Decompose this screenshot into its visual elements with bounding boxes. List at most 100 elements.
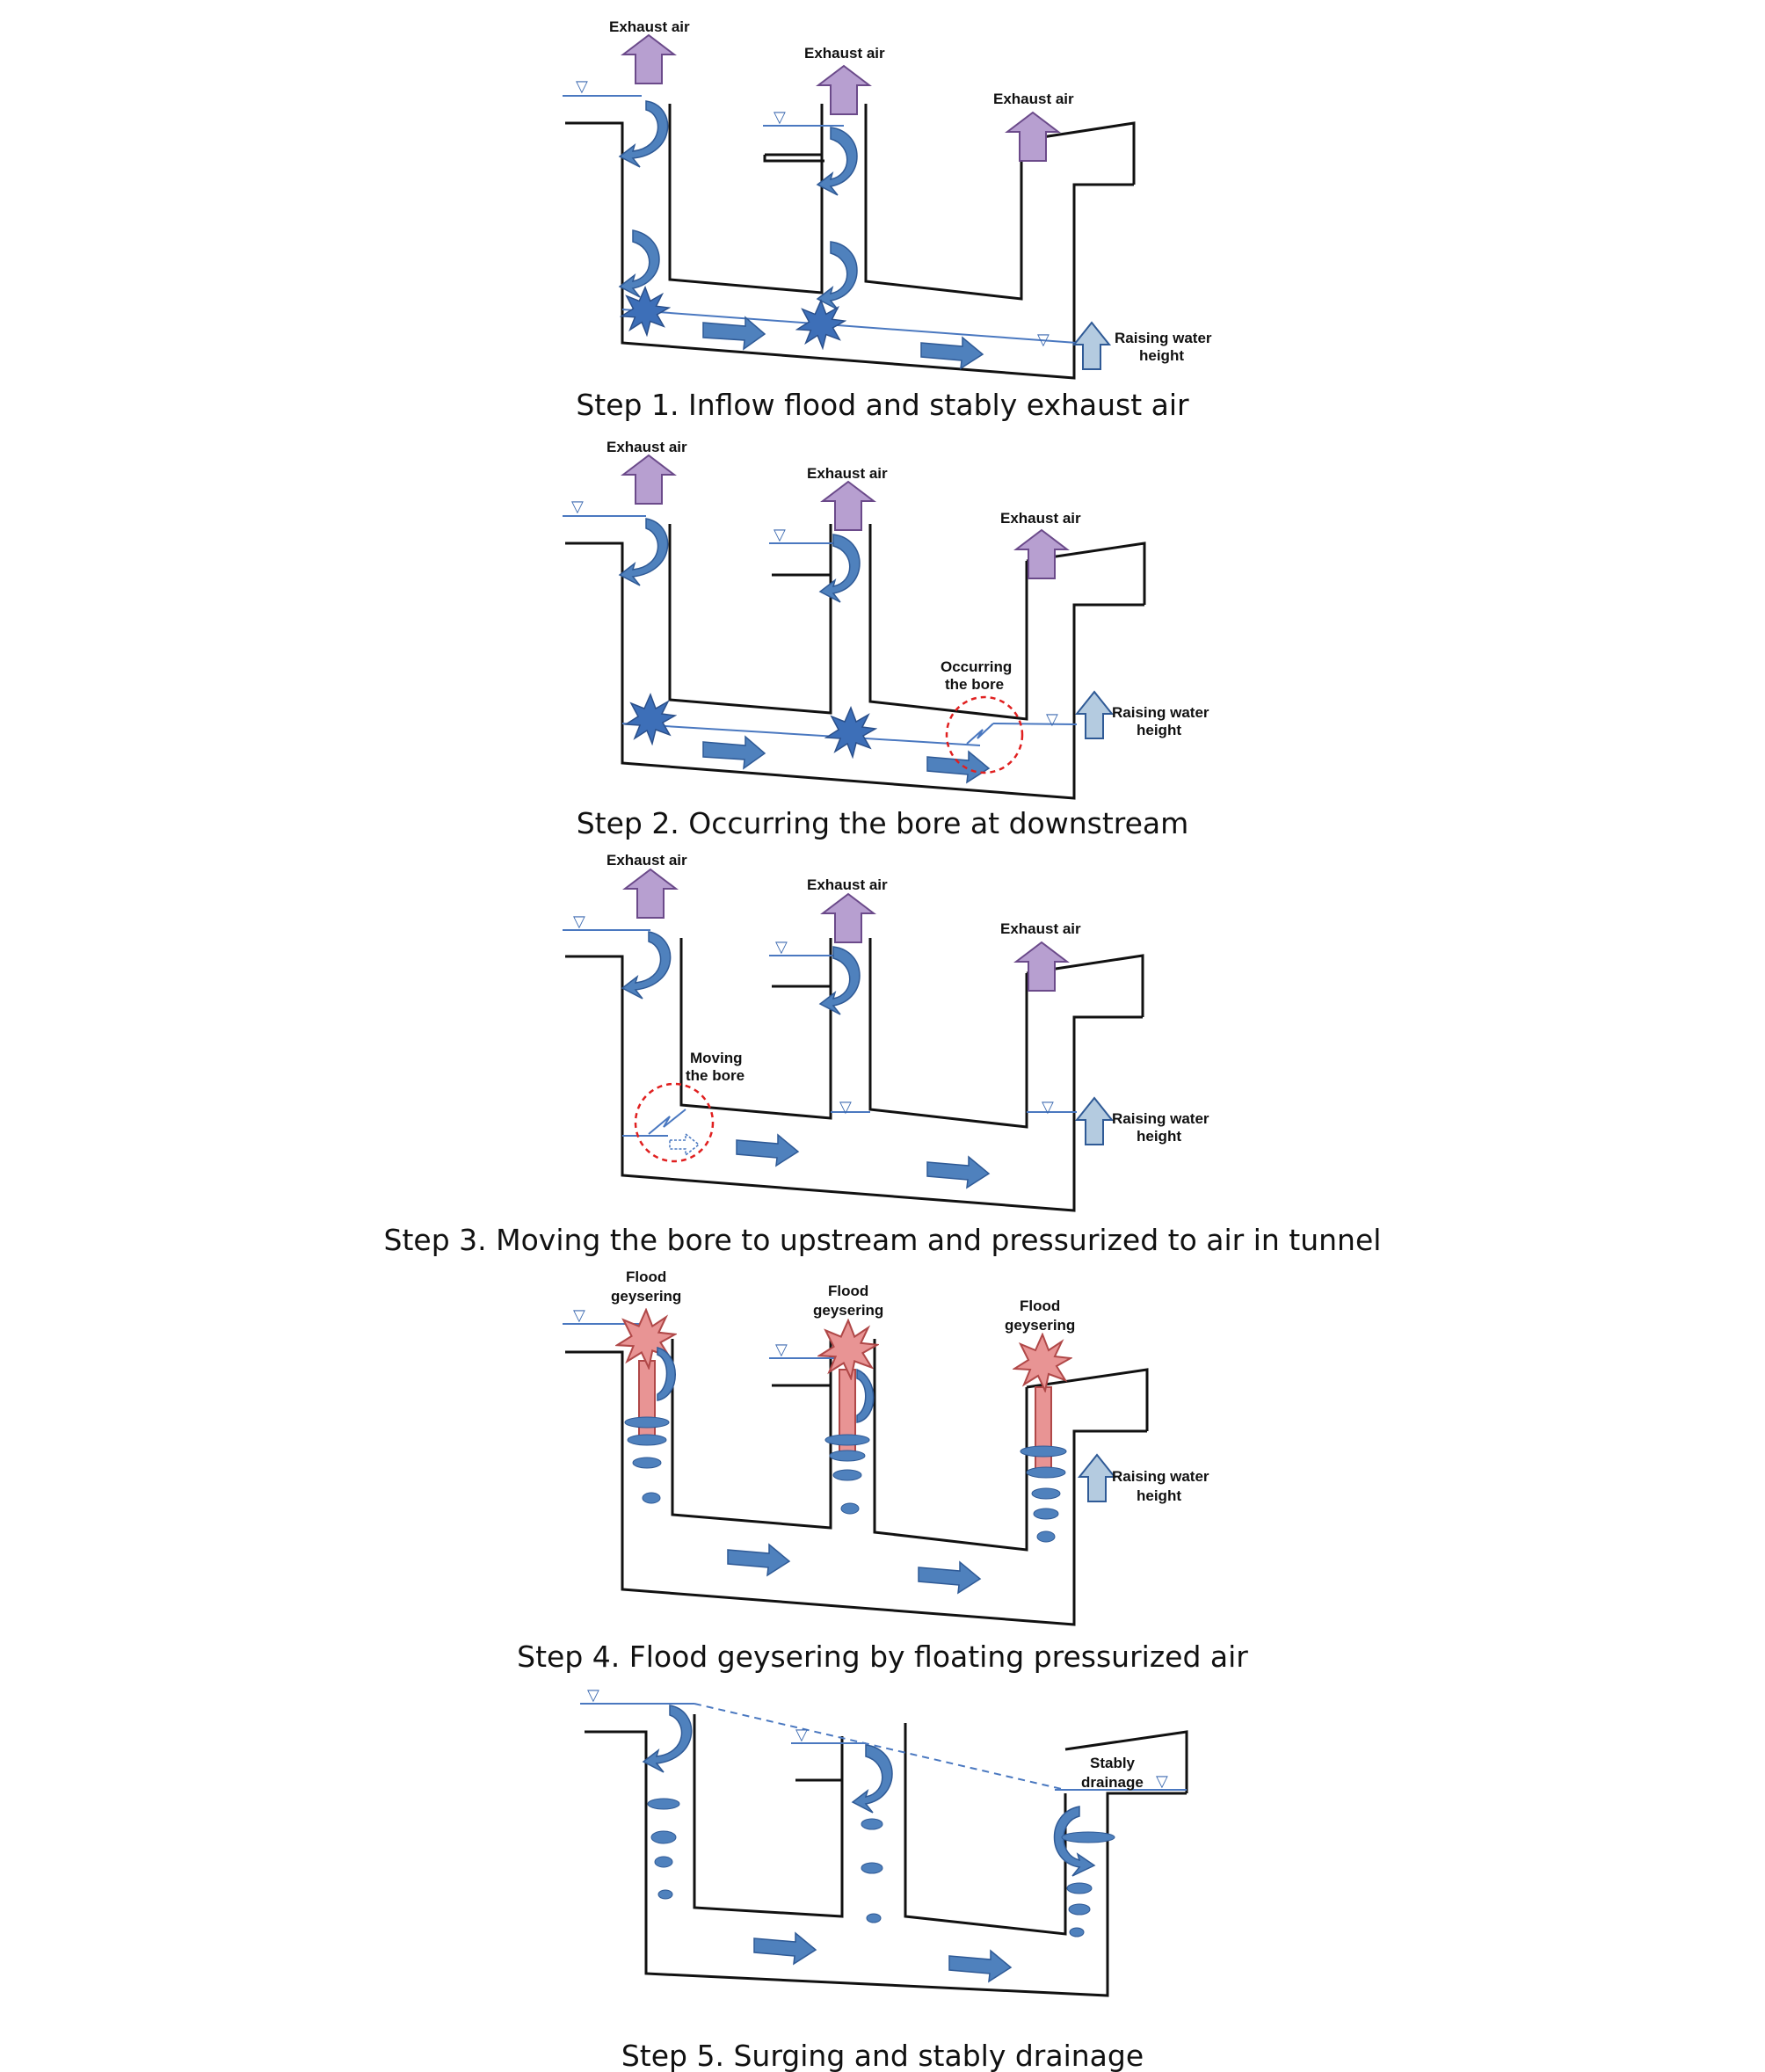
air-bubble — [861, 1818, 883, 1830]
swirl-arrow-icon — [818, 534, 861, 603]
water-level-icon: ▽ — [774, 108, 786, 126]
bore-icon — [966, 723, 994, 745]
water-level-icon: ▽ — [775, 1341, 788, 1358]
flow-arrow-icon — [920, 336, 984, 370]
water-line — [992, 723, 1078, 725]
air-bubble — [650, 1830, 677, 1844]
air-bubble — [832, 1469, 862, 1481]
raising-label: Raising water — [1115, 330, 1212, 346]
water-level-icon: ▽ — [571, 498, 584, 515]
flow-arrow-icon — [753, 1931, 817, 1966]
air-bubble — [1066, 1882, 1093, 1894]
geyser-label: Flood — [828, 1283, 868, 1299]
exhaust-label: Exhaust air — [1000, 510, 1081, 527]
raising-water-arrow-icon — [1074, 1096, 1115, 1145]
exhaust-label: Exhaust air — [807, 465, 888, 482]
raising-label: Raising water — [1112, 1110, 1209, 1127]
flow-arrow-icon — [702, 316, 766, 351]
raising-label: height — [1139, 347, 1184, 364]
geyser-label: geysering — [611, 1288, 681, 1305]
tunnel-wall — [668, 524, 832, 715]
geyser-label: Flood — [1020, 1298, 1060, 1314]
exhaust-label: Exhaust air — [606, 439, 687, 455]
exhaust-label: Exhaust air — [1000, 920, 1081, 937]
air-bubble — [647, 1798, 680, 1810]
exhaust-label: Exhaust air — [807, 876, 888, 893]
swirl-arrow-icon — [618, 518, 669, 586]
tunnel-wall — [864, 104, 1023, 301]
drain-note: drainage — [1081, 1774, 1144, 1791]
step-caption: Step 5. Surging and stably drainage — [621, 2039, 1144, 2072]
water-level-icon: ▽ — [775, 938, 788, 956]
exhaust-arrow-icon — [1013, 528, 1070, 579]
bore-icon — [648, 1109, 686, 1135]
air-bubble — [1061, 1831, 1115, 1843]
water-level-icon: ▽ — [774, 526, 786, 543]
exhaust-arrow-icon — [816, 64, 872, 115]
flow-arrow-icon — [926, 1155, 991, 1189]
tunnel-wall — [565, 121, 1134, 380]
water-level-icon: ▽ — [795, 1726, 808, 1743]
tunnel-wall — [565, 955, 1143, 1212]
air-bubble — [829, 1450, 866, 1462]
tunnel-wall — [868, 938, 1028, 1129]
geyser-burst-icon — [818, 1320, 878, 1379]
swirl-arrow-icon — [856, 1368, 875, 1423]
water-line — [621, 723, 981, 746]
water-level-icon: ▽ — [1037, 331, 1050, 348]
water-level-icon: ▽ — [576, 77, 588, 95]
exhaust-arrow-icon — [621, 33, 677, 84]
exhaust-label: Exhaust air — [804, 45, 885, 62]
air-burst-icon — [621, 287, 670, 336]
tunnel-wall — [1026, 954, 1144, 1017]
air-bubble — [1033, 1508, 1059, 1520]
air-burst-icon — [625, 694, 676, 745]
exhaust-label: Exhaust air — [609, 18, 690, 35]
air-bubble — [624, 1416, 670, 1429]
bore-note: Occurring — [941, 658, 1012, 675]
bore-circle — [634, 1082, 715, 1163]
air-bubble — [866, 1913, 882, 1923]
swirl-arrow-icon — [818, 946, 861, 1015]
flow-arrow-icon — [727, 1543, 791, 1577]
flow-arrow-icon — [918, 1560, 982, 1595]
air-bubble — [642, 1492, 661, 1504]
air-bubble — [1026, 1466, 1066, 1479]
air-bubble — [632, 1457, 662, 1469]
air-burst-icon — [796, 300, 846, 349]
tunnel-wall — [565, 1350, 1147, 1626]
swirl-arrow-icon — [851, 1744, 893, 1814]
air-bubble — [654, 1856, 673, 1868]
swirl-arrow-icon — [618, 100, 669, 168]
geyser-column — [1035, 1386, 1052, 1472]
swirl-arrow-icon — [621, 931, 672, 1000]
water-level-icon: ▽ — [839, 1098, 852, 1116]
air-bubble — [1068, 1903, 1091, 1916]
raising-label: Raising water — [1112, 704, 1209, 721]
geyser-label: Flood — [626, 1269, 666, 1285]
flow-arrow-icon — [948, 1949, 1013, 1983]
tunnel-wall — [1019, 121, 1136, 185]
bore-note: the bore — [686, 1067, 744, 1084]
exhaust-arrow-icon — [820, 480, 876, 531]
swirl-arrow-icon — [618, 229, 660, 298]
tunnel-wall — [693, 1714, 844, 1918]
air-burst-icon — [825, 707, 876, 758]
raising-water-arrow-icon — [1077, 1453, 1117, 1502]
step-1-panel: ▽ ▽ ▽ Exhaust air Exhaust air Exhaust ai… — [563, 18, 1212, 422]
tunnel-wall — [868, 524, 1028, 721]
bore-circle — [945, 695, 1024, 774]
tunnel-wall — [585, 1730, 1187, 1997]
exhaust-arrow-icon — [1005, 111, 1061, 162]
water-level-icon: ▽ — [587, 1686, 599, 1704]
step-2-panel: ▽ ▽ ▽ Exhaust air Exhaust air Exhaust ai… — [563, 439, 1209, 840]
water-line — [621, 309, 1078, 344]
water-level-icon: ▽ — [1156, 1772, 1168, 1790]
exhaust-label: Exhaust air — [993, 91, 1074, 107]
exhaust-label: Exhaust air — [606, 852, 687, 869]
geyser-label: geysering — [813, 1302, 883, 1319]
swirl-arrow-icon — [816, 127, 858, 196]
step-3-panel: ▽ ▽ ▽ ▽ Exhaust air Exhaust air Exhaust … — [384, 852, 1382, 1257]
raising-water-arrow-icon — [1074, 690, 1115, 739]
flow-arrow-icon — [702, 735, 766, 770]
